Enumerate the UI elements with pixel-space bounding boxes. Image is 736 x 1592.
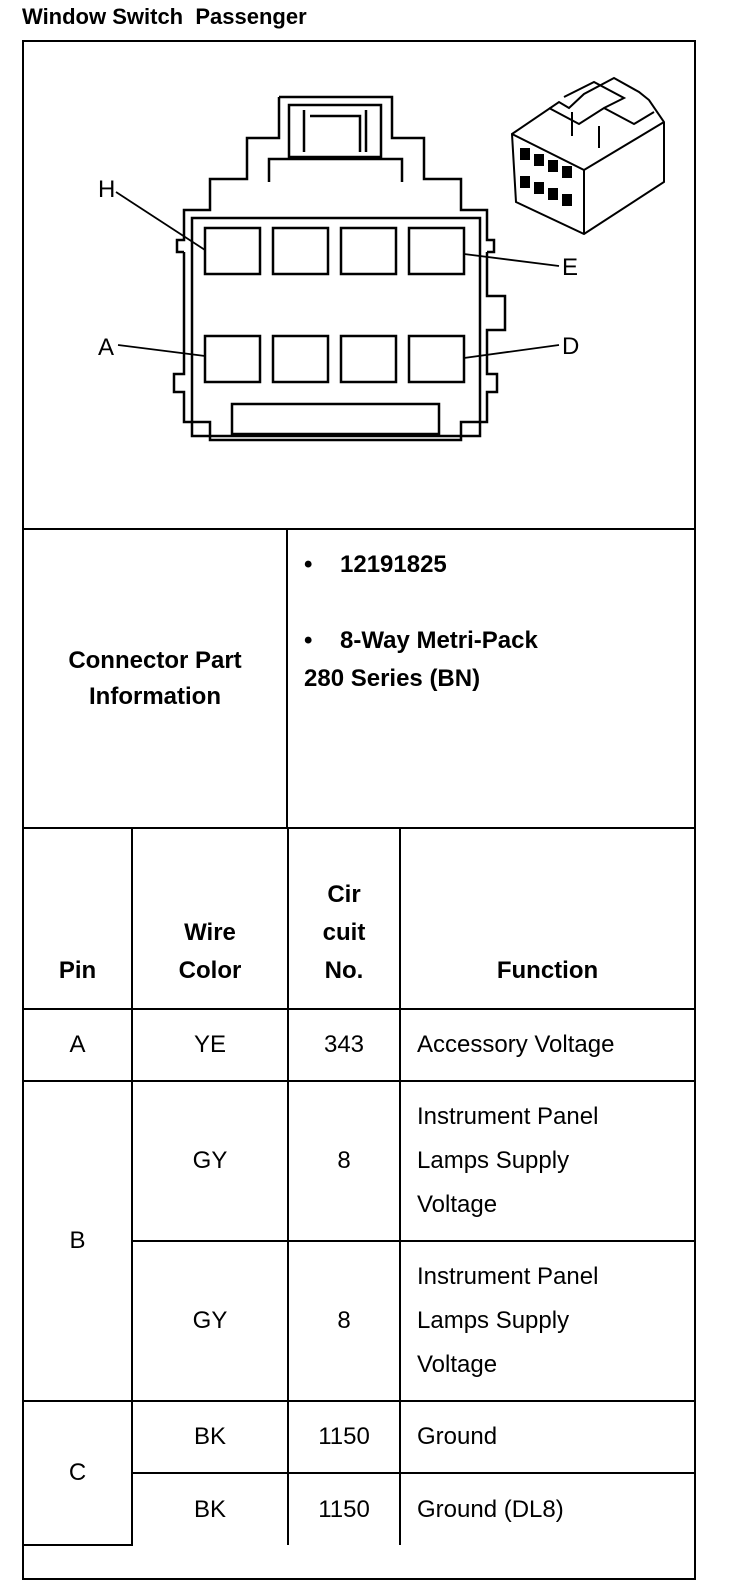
- connector-outline-body: [172, 252, 507, 442]
- connector-diagram: H A E D: [24, 42, 694, 530]
- cavity-c: [339, 334, 398, 384]
- pin-label-e: E: [562, 254, 578, 281]
- pin-label-h: H: [98, 176, 115, 203]
- connector-series-item: • 8-Way Metri-Pack 280 Series (BN): [304, 622, 538, 698]
- function-cell: Ground (DL8): [399, 1472, 694, 1545]
- part-number: 12191825: [340, 551, 447, 578]
- wire-color-cell: BK: [131, 1400, 289, 1474]
- pin-cell: C: [24, 1400, 133, 1546]
- page-title: Window Switch Passenger: [22, 4, 307, 29]
- connector-inner-body: [190, 216, 482, 438]
- leader-a: [117, 344, 206, 357]
- bottom-rib: [230, 402, 441, 436]
- pin-cell: B: [24, 1080, 133, 1402]
- pin-cell: A: [24, 1008, 133, 1082]
- wire-color-cell: BK: [131, 1472, 289, 1545]
- header-pin: Pin: [24, 829, 133, 1010]
- wire-color-cell: GY: [131, 1240, 289, 1402]
- connector-face-drawing: H A E D: [98, 76, 665, 442]
- circuit-cell: 1150: [287, 1400, 401, 1474]
- bullet: •: [304, 551, 313, 578]
- table-row: C BK 1150 Ground: [24, 1400, 694, 1546]
- pin-label-a: A: [98, 334, 114, 361]
- latch-outer: [287, 103, 383, 159]
- circuit-cell: 1150: [287, 1472, 401, 1545]
- connector-outline-right-top: [279, 95, 496, 254]
- cavity-h: [203, 226, 262, 276]
- circuit-cell: 8: [287, 1240, 401, 1402]
- cavity-e: [407, 226, 466, 276]
- connector-series-line2: 280 Series (BN): [304, 665, 481, 692]
- connector-3d-icon: [510, 76, 665, 236]
- connector-part-info-label: Connector Part Information: [24, 530, 288, 827]
- table-row: A YE 343 Accessory Voltage: [24, 1008, 694, 1082]
- latch-inner: [302, 110, 368, 152]
- function-cell: Ground: [399, 1400, 694, 1474]
- bullet: •: [304, 627, 313, 654]
- connector-sheet: H A E D Connector Part Information • 1219…: [22, 40, 696, 1580]
- cavity-a: [203, 334, 262, 384]
- cavity-d: [407, 334, 466, 384]
- connector-outline-left-top: [175, 97, 281, 254]
- circuit-cell: 8: [287, 1080, 401, 1242]
- cavity-g: [271, 226, 330, 276]
- cavity-f: [339, 226, 398, 276]
- connector-series-line1: 8-Way Metri-Pack: [340, 627, 538, 654]
- header-function: Function: [399, 829, 694, 1010]
- leader-e: [463, 253, 560, 267]
- connector-part-info: Connector Part Information • 12191825 • 8-…: [24, 530, 694, 829]
- info-label-line2: Information: [89, 682, 221, 710]
- connector-part-info-list: • 12191825 • 8-Way Metri-Pack 280 Series (…: [288, 530, 694, 827]
- pin-label-d: D: [562, 333, 579, 360]
- table-row: BK 1150 Ground (DL8): [24, 1472, 694, 1545]
- leader-h: [115, 191, 206, 251]
- wire-color-cell: YE: [131, 1008, 289, 1082]
- leader-d: [463, 344, 560, 359]
- cavity-b: [271, 334, 330, 384]
- wire-color-cell: GY: [131, 1080, 289, 1242]
- info-label-line1: Connector Part: [68, 646, 242, 674]
- function-cell: Accessory Voltage: [399, 1008, 694, 1082]
- part-number-item: • 12191825: [304, 546, 447, 584]
- circuit-cell: 343: [287, 1008, 401, 1082]
